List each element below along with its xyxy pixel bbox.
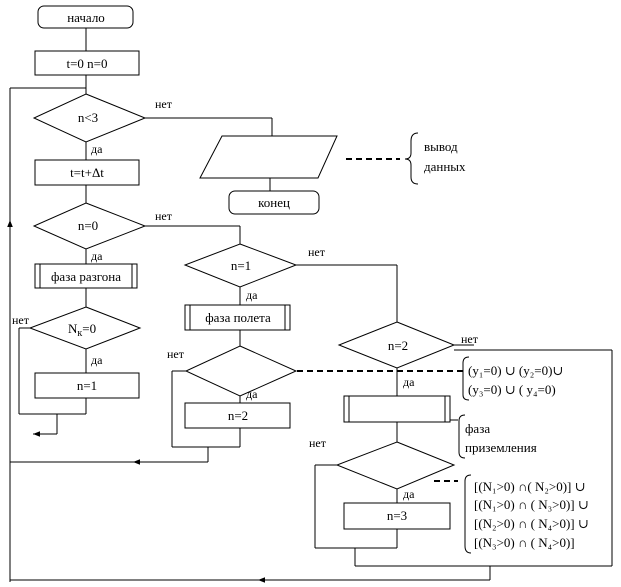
cond-N-brace [464, 474, 472, 554]
yes-label: да [91, 249, 103, 263]
yes-label: да [246, 288, 258, 302]
set-n3-label: n=3 [387, 508, 407, 523]
cond-n-eq-2-label: n=2 [388, 338, 408, 353]
cond-nk-base: N [68, 321, 78, 336]
landing-annotation-line2: приземления [465, 440, 537, 455]
cond-y-brace [462, 356, 470, 401]
yes-label: да [403, 375, 415, 389]
landing-annotation-line1: фаза [465, 421, 490, 436]
no-label: нет [308, 245, 326, 259]
yes-label: да [91, 353, 103, 367]
set-n2-process: n=2 [184, 402, 291, 429]
cond-y-line1: (y₁=0) ∪ (y₂=0)∪ [468, 363, 563, 378]
set-n3-process: n=3 [343, 502, 451, 530]
cond-N-line4: [(N₃>0) ∩ ( N₄>0)] [474, 535, 575, 550]
end-terminal: конец [228, 190, 320, 215]
set-n1-process: n=1 [34, 372, 140, 399]
cond-nk-sub: к [77, 328, 82, 339]
cond-n-eq-1-decision: n=1 [183, 243, 298, 288]
set-n2-label: n=2 [228, 408, 248, 423]
cond-n-lt-3-decision: n<3 [32, 93, 147, 143]
phase-flight-predefined: фаза полета [184, 304, 291, 331]
svg-text:Nк=0: Nк=0 [68, 321, 96, 339]
yes-label: да [91, 142, 103, 156]
cond-n-eq-0-decision: n=0 [32, 202, 147, 250]
set-n1-label: n=1 [77, 378, 97, 393]
no-label: нет [309, 436, 327, 450]
cond-y-line2: (y₃=0) ∪ ( y₄=0) [468, 382, 556, 397]
end-label: конец [258, 195, 290, 210]
landing-annotation-brace [458, 414, 466, 459]
cond-landing-decision [184, 345, 298, 397]
phase-accel-predefined: фаза разгона [34, 263, 138, 289]
phase-flight-label: фаза полета [205, 310, 271, 325]
output-io [199, 135, 338, 179]
no-label: нет [12, 313, 30, 327]
cond-N-line2: [(N₁>0) ∩ ( N₃>0)] ∪ [474, 497, 589, 512]
phase-landing-predefined [343, 395, 451, 423]
init-label: t=0 n=0 [66, 56, 107, 71]
cond-n-eq-0-label: n=0 [78, 218, 98, 233]
output-annotation-brace [404, 132, 419, 185]
no-label: нет [155, 97, 173, 111]
no-label: нет [461, 332, 479, 346]
time-step-label: t=t+Δt [70, 165, 104, 180]
cond-nk-rest: =0 [82, 321, 96, 336]
yes-label: да [246, 387, 258, 401]
phase-accel-label: фаза разгона [51, 269, 121, 284]
cond-nk-eq-0-decision: Nк=0 [28, 306, 142, 350]
yes-label: да [403, 487, 415, 501]
time-step-process: t=t+Δt [34, 159, 140, 186]
start-label: начало [67, 10, 105, 25]
cond-n-lt-3-label: n<3 [78, 110, 98, 125]
no-label: нет [155, 209, 173, 223]
cond-n-eq-1-label: n=1 [231, 258, 251, 273]
output-annotation-line2: данных [424, 159, 466, 174]
start-terminal: начало [37, 5, 134, 29]
output-annotation-line1: вывод [424, 139, 458, 154]
cond-n-eq-2-decision: n=2 [337, 321, 456, 369]
cond-N-line3: [(N₂>0) ∩ ( N₄>0)] ∪ [474, 516, 589, 531]
init-process: t=0 n=0 [34, 50, 140, 76]
no-label: нет [167, 347, 185, 361]
cond-N-line1: [(N₁>0) ∩( N₂>0)] ∪ [474, 479, 586, 494]
